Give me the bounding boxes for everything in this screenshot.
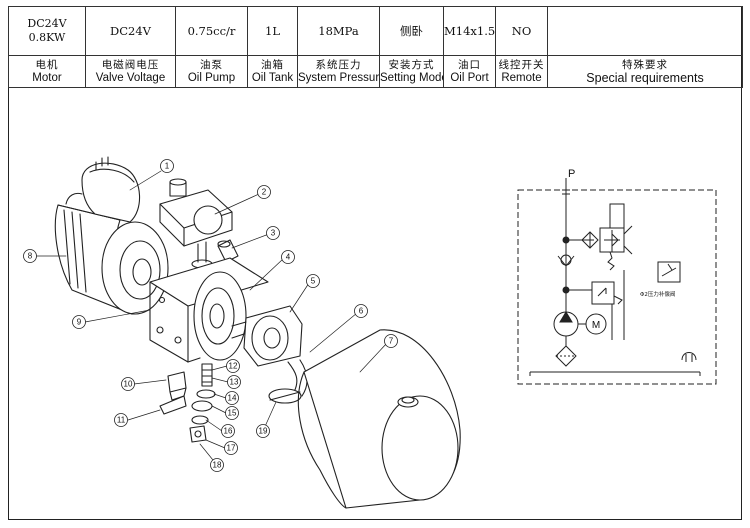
valve-voltage-label-en: Valve Voltage	[95, 71, 166, 84]
oil-tank-label-zh: 油箱	[261, 58, 284, 71]
motor-symbol	[585, 313, 607, 335]
callout-16: 16	[224, 427, 233, 436]
suction-pipe-part	[268, 359, 308, 404]
oil-port-label-en: Oil Port	[450, 71, 489, 84]
callout-19: 19	[259, 427, 268, 436]
callout-8: 8	[28, 252, 33, 261]
motor-label-zh: 电机	[35, 58, 59, 71]
relief-valve-symbol	[591, 281, 615, 305]
oil-pump-label-zh: 油泵	[200, 58, 223, 71]
callout-2: 2	[262, 188, 267, 197]
hydraulic-schematic	[517, 178, 717, 385]
system-pressure-label-en: System Pressure	[298, 71, 380, 84]
system-pressure-label-zh: 系统压力	[315, 58, 362, 71]
callout-7: 7	[389, 337, 394, 346]
callout-13: 13	[230, 378, 239, 387]
tank-symbol	[681, 352, 697, 362]
callout-4: 4	[286, 253, 291, 262]
leader-lines	[35, 170, 388, 466]
oil-pump-label-en: Oil Pump	[187, 71, 236, 84]
callout-12: 12	[229, 362, 238, 371]
special-requirements-value	[547, 6, 743, 56]
valve-voltage-label-zh: 电磁阀电压	[101, 58, 160, 71]
suction-filter-symbol	[555, 345, 577, 367]
oil-tank-label-en: Oil Tank	[251, 71, 294, 84]
motor-voltage: DC24V	[27, 17, 67, 30]
callout-6: 6	[359, 307, 364, 316]
callout-9: 9	[77, 318, 82, 327]
oil-port-label-zh: 油口	[458, 58, 481, 71]
motor-label-en: Motor	[32, 71, 62, 84]
valve-voltage-value: DC24V	[85, 6, 176, 56]
remote-label-zh: 线控开关	[498, 58, 545, 71]
special-requirements-label-en: Special requirements	[586, 70, 704, 85]
motor-part	[54, 156, 169, 315]
oil-pump-part	[231, 305, 303, 367]
callout-5: 5	[311, 277, 316, 286]
setting-mode-label-zh: 安装方式	[388, 58, 435, 71]
callout-circles	[23, 159, 398, 472]
filter-symbol	[581, 231, 599, 249]
oil-tank-part	[297, 329, 461, 509]
remote-label-en: Remote	[501, 71, 542, 84]
spec-values-row: DC24V 0.8KW DC24V 0.75cc/r 1L 18MPa 侧卧 M…	[8, 6, 743, 56]
spec-table: DC24V 0.8KW DC24V 0.75cc/r 1L 18MPa 侧卧 M…	[8, 6, 743, 88]
callout-11: 11	[117, 416, 126, 425]
solenoid-valve-part	[159, 178, 233, 269]
fitting-part	[217, 239, 239, 263]
motor-power: 0.8KW	[28, 31, 66, 44]
schematic-boundary	[517, 189, 717, 385]
small-parts	[159, 363, 216, 443]
callout-numbers: 1 2 3 4 5 6 7 8 9 10 11 12 13 14 15 16 1…	[28, 162, 394, 470]
valve-note-label: Φ2压力补偿阀	[640, 290, 675, 298]
oil-port-value: M14x1.5	[443, 6, 496, 56]
motor-symbol-label: M	[592, 320, 600, 331]
setting-mode-label-en: Setting Mode	[380, 71, 444, 84]
callout-18: 18	[213, 461, 222, 470]
callout-3: 3	[271, 229, 276, 238]
callout-17: 17	[227, 444, 236, 453]
oil-pump-value: 0.75cc/r	[175, 6, 248, 56]
callout-1: 1	[165, 162, 170, 171]
callout-10: 10	[124, 380, 133, 389]
special-requirements-label-zh: 特殊要求	[622, 58, 668, 71]
callout-15: 15	[228, 409, 237, 418]
port-p-label: P	[568, 168, 575, 180]
callout-14: 14	[228, 394, 237, 403]
system-pressure-value: 18MPa	[297, 6, 380, 56]
